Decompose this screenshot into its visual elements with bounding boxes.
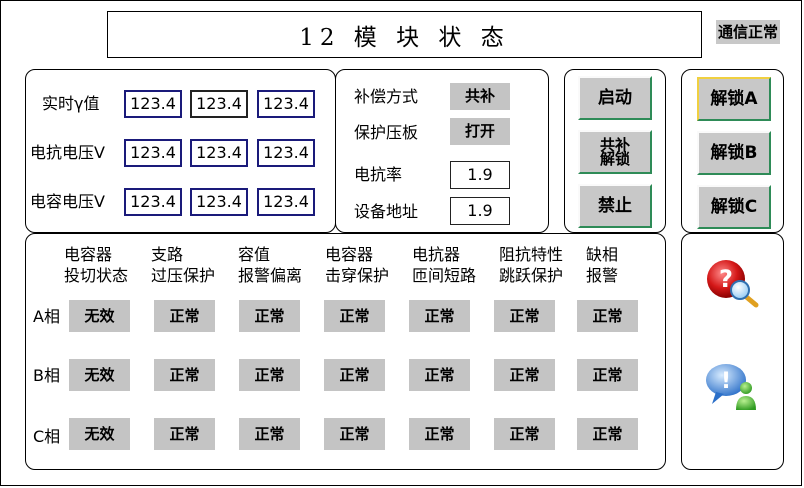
forbid-button[interactable]: 禁止 — [578, 184, 652, 228]
common-unlock-line1: 共补 — [599, 136, 630, 154]
icon-panel — [681, 233, 784, 470]
status-cell: 正常 — [324, 359, 385, 391]
status-cell: 正常 — [409, 300, 470, 332]
common-unlock-line2: 解锁 — [599, 150, 630, 168]
header-phase-loss: 缺相报警 — [586, 245, 619, 285]
reactor-voltage-b: 123.4 — [190, 139, 248, 167]
unlock-panel — [681, 69, 784, 233]
status-cell: 正常 — [324, 300, 385, 332]
status-cell: 正常 — [239, 359, 300, 391]
common-unlock-button[interactable]: 共补 解锁 — [578, 130, 652, 174]
status-cell: 正常 — [409, 359, 470, 391]
device-address-value[interactable]: 1.9 — [450, 197, 510, 225]
settings-panel — [335, 69, 549, 233]
status-cell: 无效 — [69, 418, 130, 450]
header-capacitance-deviation: 容值报警偏离 — [238, 245, 303, 285]
page-title: 12 模 块 状 态 — [107, 11, 702, 58]
reactor-voltage-c: 123.4 — [257, 139, 315, 167]
status-cell: 正常 — [494, 300, 555, 332]
header-impedance-jump: 阻抗特性跳跃保护 — [499, 245, 564, 285]
status-cell: 正常 — [494, 418, 555, 450]
device-address-label: 设备地址 — [354, 202, 419, 221]
status-cell: 无效 — [69, 359, 130, 391]
header-reactor-short: 电抗器匝间短路 — [412, 245, 477, 285]
protect-plate-label: 保护压板 — [354, 123, 419, 142]
svg-text:!: ! — [721, 369, 731, 394]
phase-c-label: C相 — [33, 427, 61, 446]
header-cap-switch: 电容器投切状态 — [64, 245, 129, 285]
realtime-gamma-label: 实时γ值 — [42, 94, 100, 113]
control-panel — [564, 69, 666, 233]
status-cell: 正常 — [494, 359, 555, 391]
status-cell: 正常 — [577, 300, 638, 332]
status-cell: 正常 — [154, 300, 215, 332]
reactor-voltage-a: 123.4 — [124, 139, 182, 167]
comp-mode-label: 补偿方式 — [354, 87, 419, 106]
capacitor-voltage-b: 123.4 — [190, 188, 248, 216]
phase-b-label: B相 — [33, 366, 60, 385]
status-cell: 正常 — [324, 418, 385, 450]
unlock-a-button[interactable]: 解锁A — [697, 77, 771, 121]
status-cell: 正常 — [239, 418, 300, 450]
status-cell: 正常 — [154, 359, 215, 391]
capacitor-voltage-c: 123.4 — [257, 188, 315, 216]
protect-plate-value: 打开 — [450, 118, 510, 145]
phase-a-label: A相 — [33, 307, 60, 326]
status-cell: 正常 — [154, 418, 215, 450]
status-cell: 无效 — [69, 300, 130, 332]
unlock-c-button[interactable]: 解锁C — [697, 185, 771, 229]
reactor-voltage-label: 电抗电压V — [30, 143, 105, 162]
status-cell: 正常 — [577, 418, 638, 450]
comm-status-badge: 通信正常 — [716, 20, 781, 44]
capacitor-voltage-a: 123.4 — [124, 188, 182, 216]
header-cap-breakdown: 电容器击穿保护 — [325, 245, 390, 285]
unlock-b-button[interactable]: 解锁B — [697, 131, 771, 175]
reactance-rate-value[interactable]: 1.9 — [450, 161, 510, 189]
header-branch-overvoltage: 支路过压保护 — [151, 245, 216, 285]
status-cell: 正常 — [409, 418, 470, 450]
status-cell: 正常 — [239, 300, 300, 332]
help-search-icon[interactable]: ? — [704, 258, 760, 308]
status-cell: 正常 — [577, 359, 638, 391]
gamma-value-a: 123.4 — [124, 90, 182, 118]
status-table-panel — [25, 233, 666, 470]
users-alert-icon[interactable]: ! — [704, 360, 762, 412]
capacitor-voltage-label: 电容电压V — [30, 192, 105, 211]
svg-text:?: ? — [719, 265, 733, 293]
start-button[interactable]: 启动 — [578, 76, 652, 120]
reactance-rate-label: 电抗率 — [354, 165, 403, 184]
gamma-value-b: 123.4 — [190, 90, 248, 118]
comp-mode-value: 共补 — [450, 83, 510, 110]
gamma-value-c: 123.4 — [257, 90, 315, 118]
